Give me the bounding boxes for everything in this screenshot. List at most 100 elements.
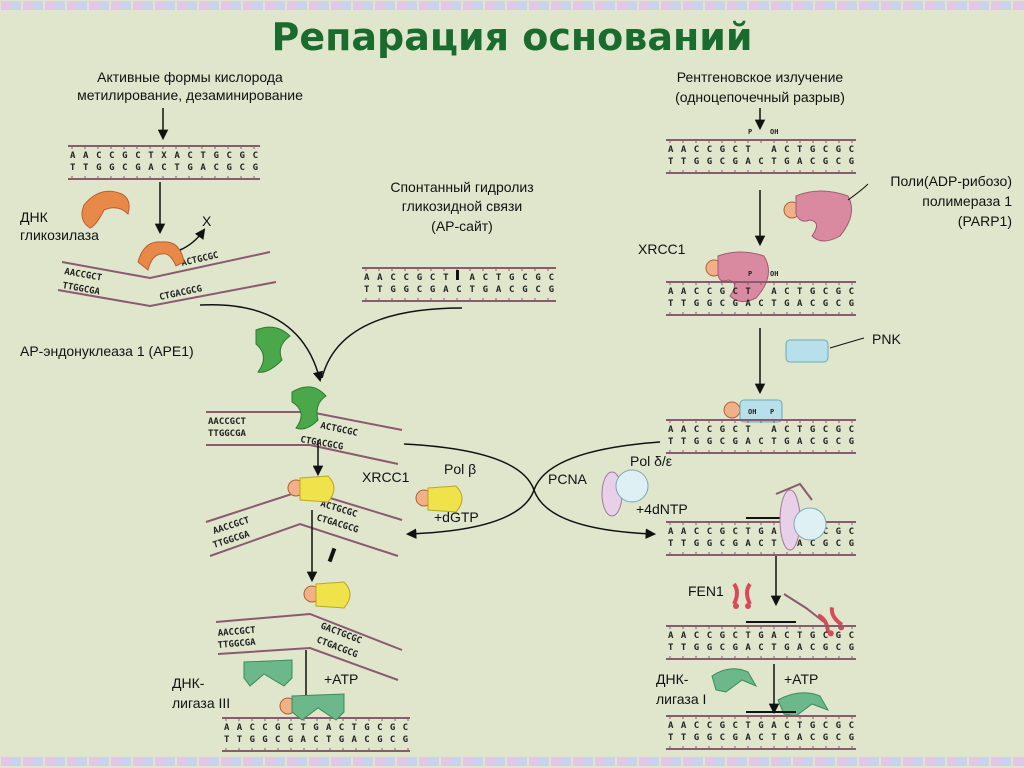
fen1-free-icon [732,582,752,609]
dna-ap-site-bottom: TTGGCGACTGACGCG [364,285,554,295]
dna-right-final: AACCGCTGACTGCGC TTGGCGACTGACGCG [666,711,856,750]
dna-right-final-bottom: TTGGCGACTGACGCG [668,733,854,743]
left-xrcc1-label: XRCC1 [362,469,410,485]
right-atp-label: +ATP [784,671,818,687]
dna-left-kinked: AACCGCT ACTGCGC TTGGCGA CTGACGCG [57,251,277,308]
ligase3-label-line2: лигаза III [172,695,230,711]
dna-left-final-top: AACCGCTGACTGCGC [224,723,408,733]
p-label-1: P [748,128,752,136]
left-cause-line2: метилирование, дезаминирование [77,87,303,103]
kinked-bottom-left: TTGGCGA [61,281,101,298]
pold-label: Pol δ/ε [630,453,672,469]
parp-leader-line [847,183,869,201]
dna-right-parp-bottom: TTGGCGACTGACGCG [668,299,854,309]
lig-dna-bottom-left: TTGGCGA [217,638,256,651]
x-release-arrow [179,228,206,251]
dna-ap-site: AACCGCT ACTGCGC TTGGCGACTGACGCG [362,267,556,302]
parp-label-line3: (PARP1) [958,213,1012,229]
hydrolysis-line3: (AP-сайт) [431,218,493,234]
dna-right-fen1-bottom: TTGGCGACTGACGCG [668,643,854,653]
polb-bound-icon [299,475,335,503]
hydrolysis-line2: гликозидной связи [402,198,522,214]
ligase1-bound-icon [777,692,830,717]
ape1-label: AP-эндонуклеаза 1 (APE1) [20,343,194,359]
fen1-bound-icon [817,607,845,637]
pold-free-icon [615,469,649,503]
bottom-border [0,756,1024,768]
right-xrcc1-label: XRCC1 [638,241,686,257]
polb-label: Pol β [444,461,476,477]
dna-right-break-top: AACCGCT ACTGCGC [668,145,854,155]
ligase1-free-icon [711,668,758,693]
pnk-leader-line [829,337,865,349]
converge-arrow-left [199,303,324,383]
dgtp-label: +dGTP [434,509,479,525]
dna-left-damaged: AACCGCTXACTGCGC TTGGCGACTGACGCG [68,145,260,180]
oh-label-3: OH [748,408,756,416]
p-label-2: P [748,270,752,278]
ligase3-label-line1: ДНК- [172,675,205,691]
oh-label-1: OH [770,128,778,136]
dna-right-parp-top: AACCGCT ACTGCGC [668,287,854,297]
polb-free-icon [427,485,463,513]
dna-left-damaged-top: AACCGCTXACTGCGC [70,151,258,161]
ligase3-bound-icon [291,693,345,721]
page-title: Репарация оснований [272,15,753,59]
hydrolysis-line1: Спонтанный гидролиз [390,179,533,195]
ligase1-label-line2: лигаза I [656,691,706,707]
ligase1-label-line1: ДНК- [656,671,689,687]
dntp-label: +4dNTP [636,501,688,517]
flap-strand [775,482,813,501]
pold-bound-icon [793,507,827,541]
pcna-label: PCNA [548,471,588,487]
dna-right-fen1: AACCGCTGACTGCGC TTGGCGACTGACGCG [666,621,856,660]
glycosylase-bound-icon [137,241,185,271]
x-release-label: X [202,213,212,229]
ape1-dna-top-left: AACCGCT [208,417,247,427]
parp-label-line1: Поли(ADP-рибозо) [890,173,1012,189]
right-cause-line1: Рентгеновское излучение [677,69,844,85]
pnk-free-icon [785,339,829,363]
fen1-label: FEN1 [688,583,724,599]
parp-free-icon [795,190,853,242]
oh-label-2: OH [770,270,778,278]
ape1-dna-bottom-left: TTGGCGA [208,429,247,439]
xrcc1-pnk-icon [723,401,741,419]
dna-right-fen1-top: AACCGCTGACTGCGC [668,631,854,641]
pnk-bound-icon [739,399,783,423]
inserted-nucleotide-icon [327,547,337,563]
dna-right-parp: AACCGCT ACTGCGC TTGGCGACTGACGCG [666,281,856,316]
flap-strand-2 [783,593,825,623]
dna-right-pnk: AACCGCT ACTGCGC TTGGCGACTGACGCG [666,419,856,454]
right-cause-line2: (одноцепочечный разрыв) [675,89,845,105]
center-arrow-right [533,441,661,539]
ape1-dna-bottom-right: CTGACGCG [299,435,343,452]
pnk-label: PNK [872,331,901,347]
ape1-bound-icon [291,386,327,430]
glycosylase-label-line2: гликозилаза [20,227,99,243]
converge-arrow-right [321,307,463,379]
glycosylase-label-line1: ДНК [20,209,49,225]
dna-right-pol-bottom: TTGGCGACTGACGCG [668,539,854,549]
dna-left-final: AACCGCTGACTGCGC TTGGCGACTGACGCG [222,717,410,752]
top-border [0,0,1024,12]
p-label-3: P [770,408,774,416]
dna-right-pol-top: AACCGCTGACTGCGC [668,527,854,537]
dna-right-break-bottom: TTGGCGACTGACGCG [668,157,854,167]
lig-dna-top-left: AACCGCT [217,626,256,639]
dna-left-damaged-bottom: TTGGCGACTGACGCG [70,163,258,173]
dna-left-final-bottom: TTGGCGACTGACGCG [224,735,408,745]
dna-right-break: AACCGCT ACTGCGC TTGGCGACTGACGCG [666,139,856,174]
polb-lig-icon [315,581,351,609]
left-cause-line1: Активные формы кислорода [97,69,283,85]
ape1-enzyme-icon [255,326,291,373]
parp-bound-icon [717,251,769,302]
kinked-top-left: AACCGCT [63,267,103,284]
ligase3-free-icon [243,659,293,687]
dna-right-final-top: AACCGCTGACTGCGC [668,721,854,731]
parp-label-line2: полимераза 1 [922,193,1012,209]
ape1-dna-top-right: ACTGCGC [319,421,358,439]
left-atp-label: +ATP [324,671,358,687]
